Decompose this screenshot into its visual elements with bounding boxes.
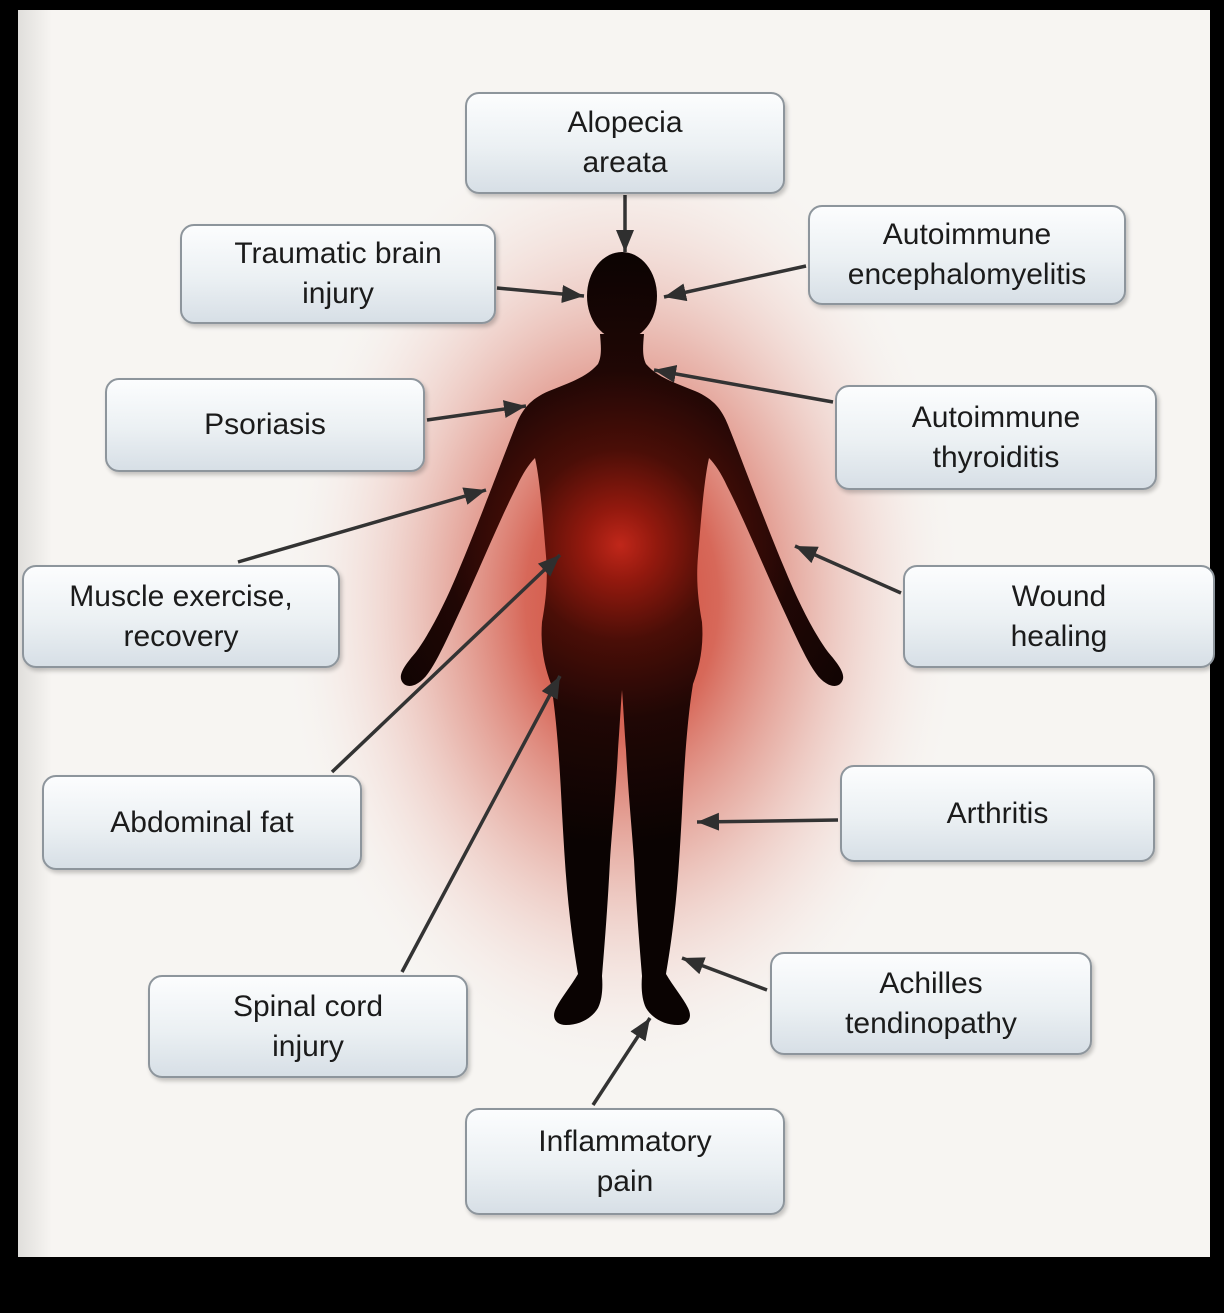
- label-box-muscle-exercise-recovery: Muscle exercise, recovery: [22, 565, 340, 668]
- label-box-autoimmune-encephalomyelitis: Autoimmune encephalomyelitis: [808, 205, 1126, 305]
- label-box-wound-healing: Wound healing: [903, 565, 1215, 668]
- label-text-alopecia-areata: Alopecia areata: [567, 106, 683, 179]
- label-box-inflammatory-pain: Inflammatory pain: [465, 1108, 785, 1215]
- label-box-alopecia-areata: Alopecia areata: [465, 92, 785, 194]
- label-text-abdominal-fat: Abdominal fat: [110, 805, 294, 839]
- label-text-inflammatory-pain: Inflammatory pain: [538, 1124, 712, 1198]
- label-box-achilles-tendinopathy: Achilles tendinopathy: [770, 952, 1092, 1055]
- label-box-abdominal-fat: Abdominal fat: [42, 775, 362, 870]
- label-text-achilles-tendinopathy: Achilles tendinopathy: [845, 966, 1017, 1040]
- label-text-arthritis: Arthritis: [946, 796, 1049, 830]
- label-text-traumatic-brain-injury: Traumatic brain injury: [234, 237, 442, 310]
- label-box-psoriasis: Psoriasis: [105, 378, 425, 472]
- label-box-traumatic-brain-injury: Traumatic brain injury: [180, 224, 496, 324]
- label-text-spinal-cord-injury: Spinal cord injury: [232, 989, 384, 1063]
- label-text-autoimmune-thyroiditis: Autoimmune thyroiditis: [911, 400, 1081, 474]
- label-box-autoimmune-thyroiditis: Autoimmune thyroiditis: [835, 385, 1157, 490]
- label-box-arthritis: Arthritis: [840, 765, 1155, 862]
- label-text-muscle-exercise-recovery: Muscle exercise, recovery: [69, 579, 293, 653]
- label-text-autoimmune-encephalomyelitis: Autoimmune encephalomyelitis: [847, 218, 1087, 291]
- label-box-spinal-cord-injury: Spinal cord injury: [148, 975, 468, 1078]
- label-text-psoriasis: Psoriasis: [204, 408, 326, 442]
- label-text-wound-healing: Wound healing: [1010, 579, 1108, 653]
